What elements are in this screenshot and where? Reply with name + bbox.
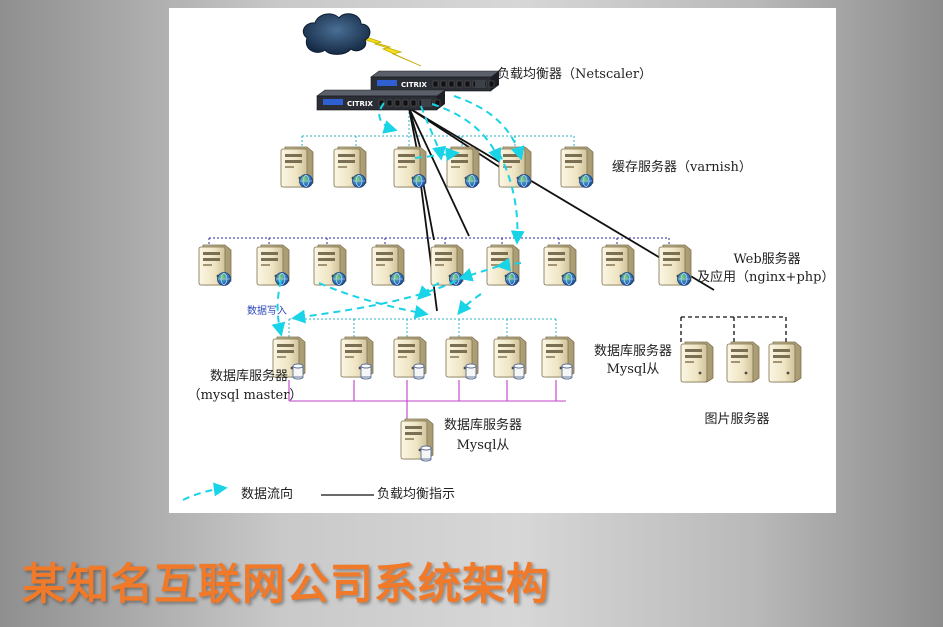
- globe-badge-icon: [352, 174, 366, 188]
- data-flow-arrow-13: [457, 293, 482, 316]
- architecture-diagram-canvas: CITRIX CITRIX: [182, 13, 802, 501]
- load-balancer-rack-1: CITRIX: [370, 70, 500, 92]
- globe-badge-icon: [579, 174, 593, 188]
- web-server-9: [658, 244, 692, 286]
- db-slave-server-3: [445, 336, 479, 380]
- web-server-1: [198, 244, 232, 286]
- globe-badge-icon: [412, 174, 426, 188]
- database-badge-icon: [513, 363, 525, 380]
- architecture-diagram: CITRIX CITRIX 负载均衡器（Netscaler） 缓存服务器（varn…: [169, 8, 836, 513]
- image-server-1: [680, 341, 714, 383]
- data-flow-arrow-12: [318, 282, 429, 319]
- legend-data-flow-swatch: [182, 482, 228, 501]
- globe-badge-icon: [620, 272, 634, 286]
- db-slave-bottom-label: 数据库服务器: [443, 418, 522, 433]
- web-server-3: [313, 244, 347, 286]
- data-flow-arrow-9: [417, 282, 440, 300]
- globe-badge-icon: [562, 272, 576, 286]
- internet-cloud-icon: [302, 13, 371, 55]
- cache-server-5: [498, 146, 532, 188]
- load-balancer-rack-2: CITRIX: [316, 89, 446, 111]
- database-badge-icon: [413, 363, 425, 380]
- globe-badge-icon: [332, 272, 346, 286]
- db-master-sublabel: （mysql master）: [187, 388, 303, 403]
- slide-title: 某知名互联网公司系统架构: [22, 560, 550, 610]
- data-flow-arrow-8: [291, 280, 457, 324]
- globe-badge-icon: [299, 174, 313, 188]
- data-flow-arrow-10: [496, 257, 522, 272]
- data-flow-arrow-3: [431, 103, 502, 163]
- globe-badge-icon: [390, 272, 404, 286]
- data-write-label: 数据写入: [247, 306, 287, 317]
- cache-server-2: [333, 146, 367, 188]
- cache-server-1: [280, 146, 314, 188]
- image-server-2: [726, 341, 760, 383]
- cache-server-6: [560, 146, 594, 188]
- db-master-label: 数据库服务器: [209, 369, 288, 384]
- globe-badge-icon: [517, 174, 531, 188]
- load-balance-line-3: [408, 107, 470, 237]
- database-badge-icon: [360, 363, 372, 380]
- legend-load-balance-label: 负载均衡指示: [377, 487, 456, 502]
- data-flow-arrow-1: [378, 102, 398, 134]
- web-servers-sublabel: 及应用（nginx+php）: [697, 270, 835, 285]
- legend-data-flow-label: 数据流向: [241, 487, 294, 502]
- database-badge-icon: [292, 363, 304, 380]
- globe-badge-icon: [275, 272, 289, 286]
- database-badge-icon: [420, 445, 432, 462]
- globe-badge-icon: [677, 272, 691, 286]
- web-server-8: [601, 244, 635, 286]
- data-flow-arrow-4: [453, 95, 525, 161]
- db-slave-server-2: [393, 336, 427, 380]
- db-slave-server-bottom: [400, 418, 434, 462]
- db-slave-bottom-sublabel: Mysql从: [456, 438, 510, 453]
- web-servers-label: Web服务器: [733, 252, 801, 267]
- database-badge-icon: [561, 363, 573, 380]
- data-flow-arrow-11: [271, 279, 286, 337]
- globe-badge-icon: [505, 272, 519, 286]
- db-slave-server-1: [340, 336, 374, 380]
- globe-badge-icon: [465, 174, 479, 188]
- db-master-server: [272, 336, 306, 380]
- image-server-3: [768, 341, 802, 383]
- image-servers-label: 图片服务器: [704, 412, 770, 427]
- db-slave-right-sublabel: Mysql从: [606, 362, 660, 377]
- load-balancer-label: 负载均衡器（Netscaler）: [497, 67, 653, 82]
- db-slave-server-5: [541, 336, 575, 380]
- globe-badge-icon: [217, 272, 231, 286]
- citrix-brand: CITRIX: [401, 81, 428, 89]
- data-flow-arrow-7: [458, 265, 500, 282]
- lightning-icon: [353, 32, 422, 67]
- web-server-4: [371, 244, 405, 286]
- db-slave-right-label: 数据库服务器: [593, 344, 672, 359]
- cache-servers-label: 缓存服务器（varnish）: [612, 160, 752, 175]
- database-badge-icon: [465, 363, 477, 380]
- cache-server-3: [393, 146, 427, 188]
- citrix-brand: CITRIX: [347, 100, 374, 108]
- web-server-2: [256, 244, 290, 286]
- db-slave-server-4: [493, 336, 527, 380]
- web-server-7: [543, 244, 577, 286]
- web-server-5: [430, 244, 464, 286]
